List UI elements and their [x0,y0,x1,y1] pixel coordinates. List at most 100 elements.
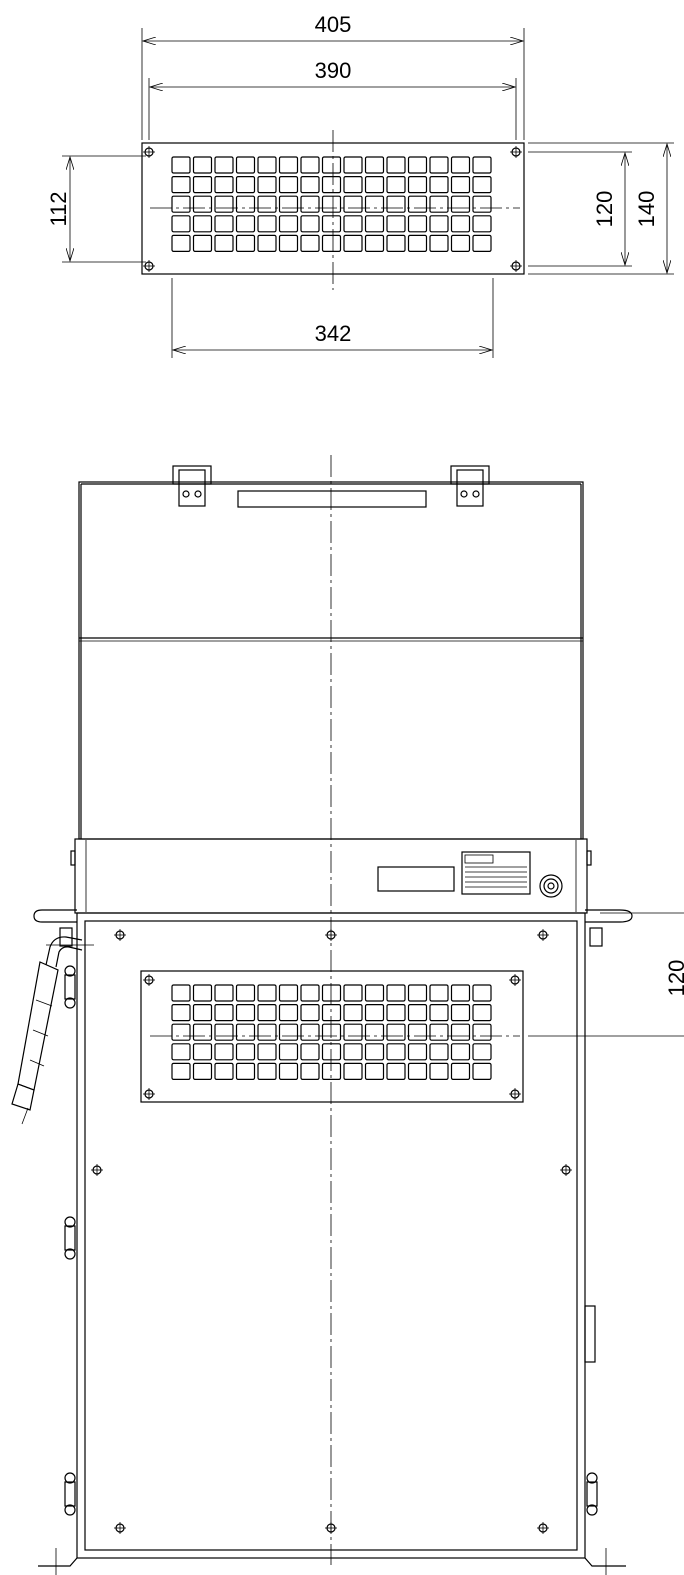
grille-cell [343,176,363,194]
grille-cell [407,195,428,213]
grille-cell [364,156,385,174]
screw-icon [143,260,155,272]
latch-icon [64,1472,76,1516]
grille-cell [257,234,277,252]
grille-cell [321,1023,342,1041]
grille-cell [429,1003,449,1022]
grille-cell [192,195,213,213]
grille-cell [171,1003,191,1022]
dimension-405: 405 [315,12,352,37]
screw-icon [560,1164,572,1176]
switch-vent-icon [461,851,531,895]
grille-cell [214,234,234,252]
lower-vent-panel [140,970,524,1103]
grille-cell [300,215,320,233]
grille-cell [343,195,363,213]
latch-icon [64,965,76,1009]
screw-icon [143,1088,155,1100]
dimension-342: 342 [315,321,352,346]
grille-cell [450,1003,471,1022]
grille-cell [278,176,299,194]
grille-cell [364,984,385,1002]
grille-cell [321,1043,342,1061]
grille-cell [472,1023,492,1041]
latch-icon [586,1472,598,1516]
grille-cell [214,1003,234,1022]
latch-icon [64,1216,76,1260]
grille-cell [386,1003,406,1022]
dimension-120: 120 [592,191,617,228]
grille-cell [214,195,234,213]
grille-cell [171,176,191,194]
grille-cell [300,176,320,194]
grille-cell [214,1043,234,1061]
grille-cell [407,176,428,194]
grille-cell [450,156,471,174]
grille-cell [235,176,256,194]
dimension-112: 112 [46,191,71,226]
screw-icon [510,146,522,158]
grille-cell [450,176,471,194]
grille-cell [171,234,191,252]
grille-cell [386,1023,406,1041]
foot-bracket [38,1557,78,1567]
hinge-icon [172,465,212,507]
grille-cell [235,1062,256,1081]
grille-cell [321,195,342,213]
grille-cell [321,156,342,174]
grille-cell [278,984,299,1002]
body-screws [91,929,572,1534]
grille-cell [235,1023,256,1041]
grille-cell [407,234,428,252]
grille-cell [278,1043,299,1061]
grille-cell [429,176,449,194]
grille-cell [214,156,234,174]
grille-cell [192,156,213,174]
screw-icon [509,1088,521,1100]
grille-cell [450,234,471,252]
grille-cell [278,234,299,252]
screw-icon [114,1522,126,1534]
grille-cell [386,195,406,213]
grille-cell [343,1043,363,1061]
grille-cell [364,1003,385,1022]
grille-cell [472,156,492,174]
grille-cell [278,215,299,233]
grille-cell [386,1062,406,1081]
grille-cell [192,234,213,252]
grille-cell [407,1062,428,1081]
grille-cell [214,1062,234,1081]
dimension-140: 140 [634,191,659,228]
grille-cell [450,1062,471,1081]
grille-cell [257,1003,277,1022]
screw-icon [509,974,521,986]
grille-cell [343,1003,363,1022]
lock-knob-icon [539,874,563,898]
grille-cell [364,234,385,252]
grille-cell [257,984,277,1002]
grille-cell [472,984,492,1002]
lower-door [84,920,578,1551]
grille-cell [300,234,320,252]
grille-cell [300,1043,320,1061]
screw-icon [143,974,155,986]
grille-cell [386,215,406,233]
grille-cell [321,215,342,233]
grille-cell [171,1062,191,1081]
mount-bracket [33,909,77,923]
grille-cell [300,195,320,213]
grille-cell [364,195,385,213]
grille-cell [300,1023,320,1041]
screw-icon [114,929,126,941]
grille-cell [321,176,342,194]
grille-cell [386,176,406,194]
vent-panel-detail: 405 390 342 112 120 140 [46,12,674,358]
hood-handle [237,490,427,508]
screw-icon [325,1522,337,1534]
grille-cell [364,1062,385,1081]
grille-cell [257,1023,277,1041]
grille-cell [407,984,428,1002]
grille-cell [235,1043,256,1061]
grille-cell [278,1023,299,1041]
grille-cell [171,195,191,213]
